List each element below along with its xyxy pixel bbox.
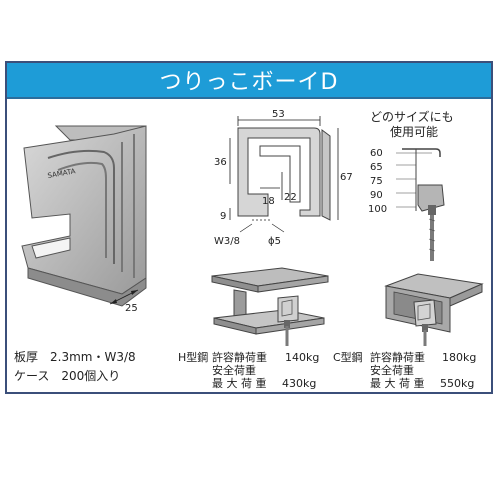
h-steel-row1-label: 許容静荷重 <box>212 351 267 364</box>
h-steel-illustration <box>211 267 329 346</box>
h-steel-name: H型鋼 <box>178 351 209 364</box>
c-steel-row1-value: 180kg <box>442 351 477 364</box>
size-note-line2: 使用可能 <box>390 125 439 139</box>
c-steel-row2-label: 安全荷重 <box>370 364 414 377</box>
size-90: 90 <box>370 190 383 201</box>
product-title: つりっこボーイD <box>159 70 339 95</box>
size-65: 65 <box>370 162 383 173</box>
dim-bolt: W3/8 <box>214 236 240 247</box>
dim-height-right: 67 <box>340 172 353 183</box>
dim-height-left: 36 <box>214 157 227 168</box>
spec-case: ケース 200個入り <box>14 369 121 383</box>
h-steel-row3-label: 最 大 荷 重 <box>212 377 267 390</box>
size-75: 75 <box>370 176 383 187</box>
spec-thickness: 板厚 2.3mm・W3/8 <box>14 350 136 364</box>
c-steel-row1-label: 許容静荷重 <box>370 351 425 364</box>
dimension-drawing: 53 36 67 18 22 9 W3/8 ϕ5 <box>214 109 353 247</box>
size-60: 60 <box>370 148 383 159</box>
c-steel-illustration <box>384 273 484 346</box>
h-steel-row2-label: 安全荷重 <box>212 364 256 377</box>
dim-bottom-height: 9 <box>220 211 226 222</box>
dim-width: 53 <box>272 109 285 120</box>
c-steel-name: C型鋼 <box>333 351 363 364</box>
dim-inner-height: 22 <box>284 192 297 203</box>
depth-label: 25 <box>125 303 138 314</box>
dim-hole: ϕ5 <box>268 236 281 247</box>
dim-inner-width: 18 <box>262 196 275 207</box>
title-bar: つりっこボーイD <box>7 63 491 99</box>
size-note-line1: どのサイズにも <box>370 110 454 124</box>
c-steel-row3-value: 550kg <box>440 377 475 390</box>
h-steel-row1-value: 140kg <box>285 351 320 364</box>
product-illustration: SAMATA 25 <box>21 125 147 314</box>
size-clamp-illustration <box>396 148 445 261</box>
c-steel-row3-label: 最 大 荷 重 <box>370 377 425 390</box>
h-steel-row3-value: 430kg <box>282 377 317 390</box>
size-100: 100 <box>368 204 388 215</box>
